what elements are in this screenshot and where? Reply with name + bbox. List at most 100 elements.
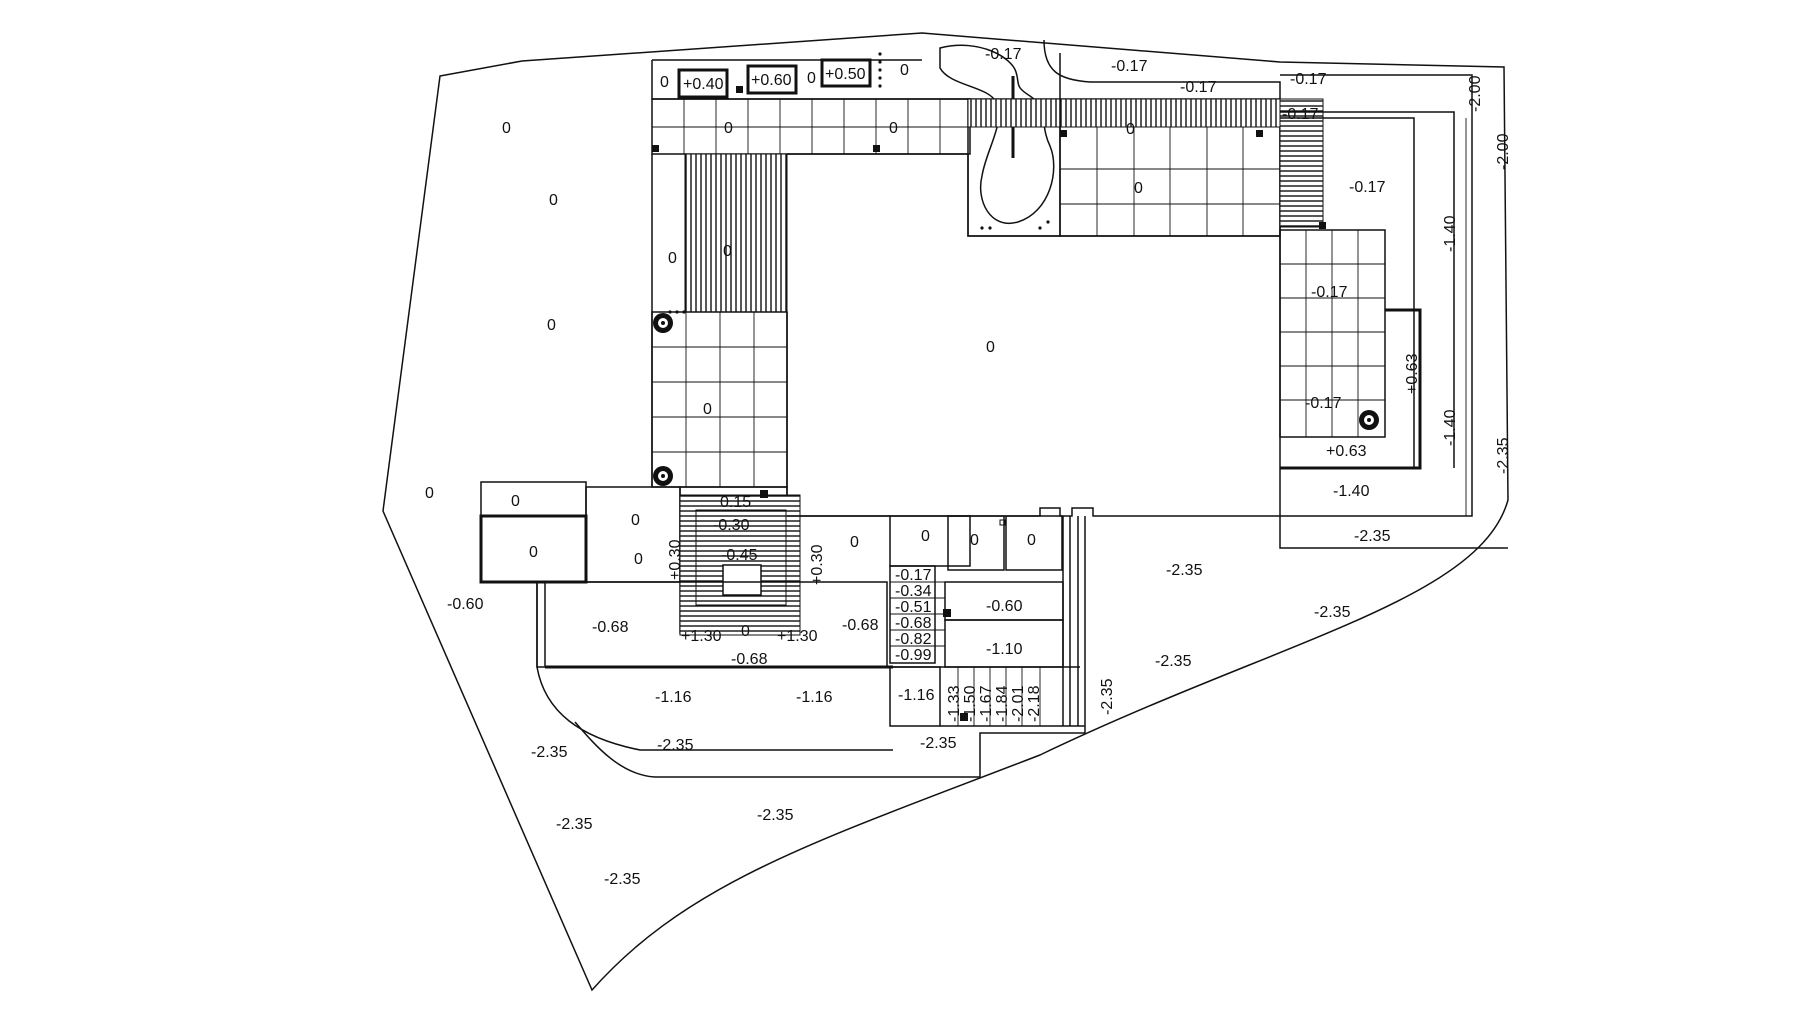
level-label: -0.17 xyxy=(1290,71,1327,88)
level-label: 0 xyxy=(900,62,909,79)
stair-level-label: -1.50 xyxy=(962,685,979,722)
stair-level-label: -1.33 xyxy=(946,685,963,722)
vertical-stair-levels: -1.33-1.50-1.67-1.84-2.01-2.18 xyxy=(946,685,1043,722)
pond-terrace xyxy=(939,39,1281,237)
level-label: 0 xyxy=(547,317,556,334)
level-label: +1.30 xyxy=(777,628,818,645)
level-label: 0 xyxy=(703,401,712,418)
level-label: 0 xyxy=(807,70,816,87)
level-label: -0.17 xyxy=(985,46,1022,63)
stair-level-label: -2.18 xyxy=(1026,685,1043,722)
level-label: 0 xyxy=(425,485,434,502)
level-label: +0.50 xyxy=(825,66,866,83)
stair-level-label: -0.51 xyxy=(895,599,932,616)
courtyard-outline xyxy=(786,153,1281,517)
level-label: -2.00 xyxy=(1467,75,1484,112)
stair-level-label: -2.01 xyxy=(1010,685,1027,722)
level-label: -2.35 xyxy=(1099,678,1116,715)
level-label: -1.16 xyxy=(796,689,833,706)
level-label: +0.30 xyxy=(809,544,826,585)
ne-tile-grid xyxy=(1059,98,1281,237)
level-label: -2.35 xyxy=(1155,653,1192,670)
level-label: -0.60 xyxy=(447,596,484,613)
southwest-blocks xyxy=(479,481,890,636)
level-label: 0.15 xyxy=(720,494,751,511)
level-label: 0 xyxy=(741,623,750,640)
planter-box xyxy=(820,58,872,88)
level-label: -0.17 xyxy=(1282,106,1319,123)
level-label: 0 xyxy=(889,120,898,137)
east-ramp xyxy=(1279,98,1324,228)
survey-marker xyxy=(653,466,673,486)
stair-level-label: -1.67 xyxy=(978,685,995,722)
east-tile-grid xyxy=(1279,229,1386,438)
level-label: -2.35 xyxy=(1495,437,1512,474)
level-label: +0.60 xyxy=(751,72,792,89)
level-label: -1.40 xyxy=(1333,483,1370,500)
level-label: -0.60 xyxy=(986,598,1023,615)
level-label: +1.30 xyxy=(681,628,722,645)
level-label: -2.35 xyxy=(1354,528,1391,545)
level-label: -2.35 xyxy=(1166,562,1203,579)
level-label: 0 xyxy=(631,512,640,529)
level-label: +0.63 xyxy=(1404,353,1421,394)
level-label: -0.68 xyxy=(842,617,879,634)
west-tile-grid xyxy=(651,311,788,488)
level-label: -0.17 xyxy=(1111,58,1148,75)
level-label: -2.00 xyxy=(1495,133,1512,170)
level-label: -0.17 xyxy=(1180,79,1217,96)
level-label: -2.35 xyxy=(657,737,694,754)
level-label: 0 xyxy=(1134,180,1143,197)
level-label: -0.17 xyxy=(1349,179,1386,196)
level-label: 0 xyxy=(724,120,733,137)
level-label: -1.16 xyxy=(898,687,935,704)
stair-level-label: -0.17 xyxy=(895,567,932,584)
stair-level-label: -0.82 xyxy=(895,631,932,648)
west-deck xyxy=(684,153,788,313)
level-label: 0 xyxy=(660,74,669,91)
level-label: -0.30 xyxy=(713,517,750,534)
level-label: 0 xyxy=(1027,532,1036,549)
east-levels xyxy=(1279,74,1508,549)
level-label: 0 xyxy=(850,534,859,551)
level-label: -0.17 xyxy=(1311,284,1348,301)
pond xyxy=(939,44,1055,225)
level-label: -1.10 xyxy=(986,641,1023,658)
level-label: -2.35 xyxy=(604,871,641,888)
stair-level-label: -1.84 xyxy=(994,685,1011,722)
level-label: +0.63 xyxy=(1326,443,1367,460)
planter-box xyxy=(746,64,798,95)
level-label: -0.17 xyxy=(1305,395,1342,412)
level-label: -1.40 xyxy=(1442,215,1459,252)
level-label: +0.30 xyxy=(667,539,684,580)
survey-marker xyxy=(653,313,673,333)
level-label: 0 xyxy=(921,528,930,545)
stair-level-label: -0.34 xyxy=(895,583,932,600)
level-label: -0.68 xyxy=(731,651,768,668)
level-label: -0.45 xyxy=(721,547,758,564)
level-label: -2.35 xyxy=(556,816,593,833)
planter-box xyxy=(677,68,729,99)
level-label: -2.35 xyxy=(1314,604,1351,621)
level-label: -2.35 xyxy=(531,744,568,761)
level-label: +0.40 xyxy=(683,76,724,93)
stair-levels: -0.17-0.34-0.51-0.68-0.82-0.99 xyxy=(895,567,932,664)
stair-level-label: -0.99 xyxy=(895,647,932,664)
level-label: 0 xyxy=(511,493,520,510)
level-label: 0 xyxy=(1126,121,1135,138)
stair-level-label: -0.68 xyxy=(895,615,932,632)
level-label: 0 xyxy=(986,339,995,356)
level-label: -2.35 xyxy=(920,735,957,752)
level-label: -2.35 xyxy=(757,807,794,824)
site-boundary xyxy=(382,32,1509,992)
level-label: 0 xyxy=(970,532,979,549)
level-label: 0 xyxy=(529,544,538,561)
survey-marker xyxy=(1359,410,1379,430)
level-label: 0 xyxy=(668,250,677,267)
level-label: 0 xyxy=(549,192,558,209)
level-label: -1.40 xyxy=(1442,409,1459,446)
tiled-walkway xyxy=(651,98,971,155)
level-label: -1.16 xyxy=(655,689,692,706)
level-label: -0.68 xyxy=(592,619,629,636)
